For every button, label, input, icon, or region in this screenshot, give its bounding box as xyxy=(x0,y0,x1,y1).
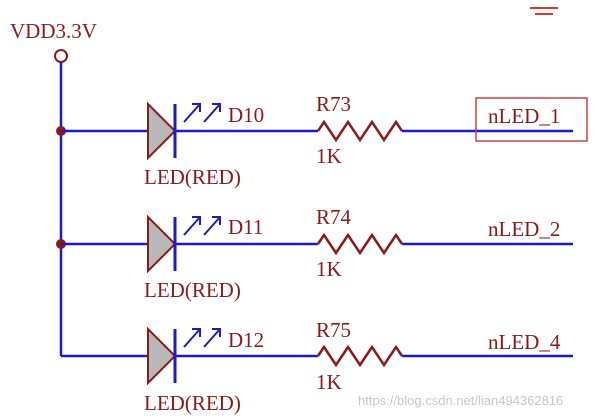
resistor-symbol-icon xyxy=(316,119,404,143)
led-designator: D10 xyxy=(228,103,264,127)
led-value: LED(RED) xyxy=(144,278,241,302)
resistor-designator: R73 xyxy=(316,92,351,116)
power-port-icon xyxy=(54,49,68,63)
led-value: LED(RED) xyxy=(144,165,241,189)
resistor-symbol-icon xyxy=(316,232,404,256)
led-symbol-icon xyxy=(147,214,177,274)
resistor-value: 1K xyxy=(316,144,342,168)
resistor-value: 1K xyxy=(316,370,342,394)
net-label: nLED_1 xyxy=(488,104,560,128)
led-row-1: D10 LED(RED) R73 1K nLED_1 xyxy=(61,92,588,189)
led-symbol-icon xyxy=(147,326,177,386)
resistor-designator: R75 xyxy=(316,318,351,342)
net-label: nLED_2 xyxy=(488,217,560,241)
led-value: LED(RED) xyxy=(144,391,241,415)
ground-symbol-icon xyxy=(530,7,558,15)
net-label: nLED_4 xyxy=(488,330,561,354)
light-emission-arrows-icon xyxy=(183,328,221,348)
resistor-value: 1K xyxy=(316,257,342,281)
led-designator: D11 xyxy=(228,215,263,239)
power-net-label: VDD3.3V xyxy=(10,19,97,43)
led-designator: D12 xyxy=(228,328,264,352)
led-row-3: D12 LED(RED) R75 1K nLED_4 xyxy=(61,318,573,415)
light-emission-arrows-icon xyxy=(183,216,221,236)
led-symbol-icon xyxy=(147,101,177,161)
resistor-symbol-icon xyxy=(316,344,404,368)
resistor-designator: R74 xyxy=(316,205,352,229)
watermark-text: https://blog.csdn.net/lian494362816 xyxy=(358,393,563,408)
highlight-box xyxy=(475,97,588,142)
led-row-2: D11 LED(RED) R74 1K nLED_2 xyxy=(61,205,573,302)
light-emission-arrows-icon xyxy=(183,103,221,123)
